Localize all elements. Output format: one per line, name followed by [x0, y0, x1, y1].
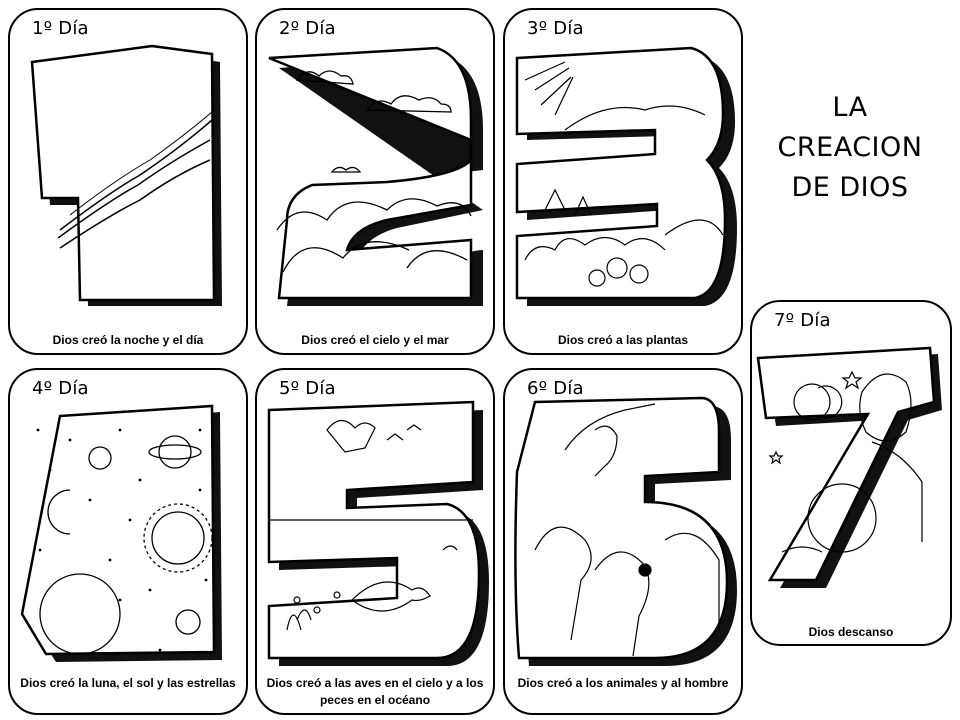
- day-7-illustration: [756, 346, 942, 588]
- day-4-label: 4º Día: [32, 378, 89, 399]
- day-6-label: 6º Día: [527, 378, 584, 399]
- title-line-1: LA: [832, 92, 868, 123]
- day-7-label: 7º Día: [774, 310, 831, 331]
- day-2-caption: Dios creó el cielo y el mar: [301, 333, 449, 347]
- day-5-card: 5º Día Dios creó a las aves en el cielo …: [255, 368, 495, 715]
- day-5-caption: Dios creó a las aves en el cielo y a los…: [266, 676, 484, 707]
- day-4-illustration: [20, 404, 222, 662]
- title-line-3: DE DIOS: [791, 172, 909, 203]
- day-2-card: 2º Día Dios creó el cielo y el mar: [255, 8, 495, 355]
- day-3-card: 3º Día Dios creó a las plantas: [503, 8, 743, 355]
- day-5-illustration: [267, 400, 489, 666]
- day-1-card: 1º Día Dios creó la noche y el día: [8, 8, 248, 355]
- title-line-2: CREACION: [777, 132, 923, 163]
- day-6-card: 6º Día Dios creó a los animales y al hom…: [503, 368, 743, 715]
- day-2-illustration: [268, 46, 483, 306]
- day-2-label: 2º Día: [279, 18, 336, 39]
- day-3-label: 3º Día: [527, 18, 584, 39]
- day-6-illustration: [514, 396, 737, 666]
- day-1-label: 1º Día: [32, 18, 89, 39]
- day-4-caption: Dios creó la luna, el sol y las estrella…: [20, 676, 236, 690]
- day-4-card: 4º Día Dios creó la luna, el sol y las e…: [8, 368, 248, 715]
- day-1-caption: Dios creó la noche y el día: [52, 333, 204, 347]
- page-title: LA CREACION DE DIOS: [760, 88, 940, 208]
- day-1-illustration: [30, 44, 222, 306]
- day-6-caption: Dios creó a los animales y al hombre: [517, 676, 729, 690]
- day-3-illustration: [515, 46, 737, 306]
- day-7-card: 7º Día Dios descanso: [750, 300, 952, 646]
- day-5-label: 5º Día: [279, 378, 336, 399]
- day-7-caption: Dios descanso: [808, 625, 894, 639]
- day-3-caption: Dios creó a las plantas: [557, 333, 689, 347]
